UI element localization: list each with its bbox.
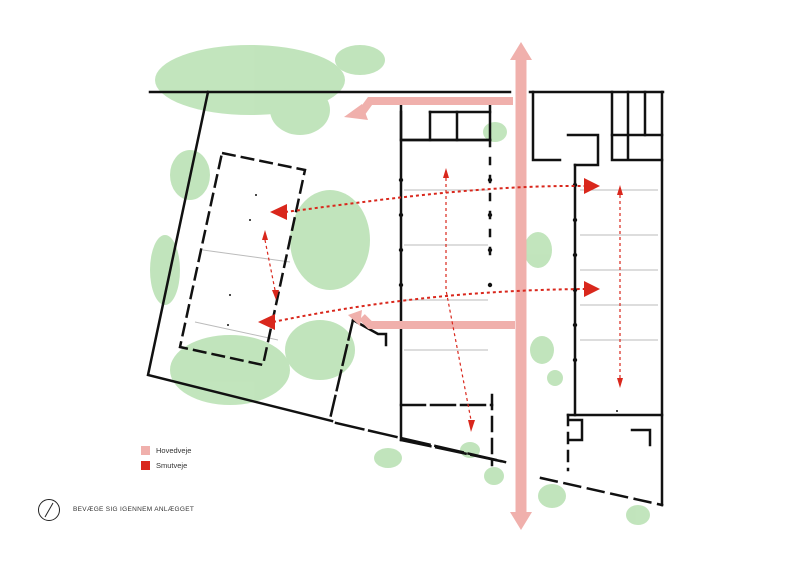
legend-item-smutveje: Smutveje — [141, 459, 191, 471]
structural-columns — [227, 177, 618, 412]
caption: BEVÆGE SIG IGENNEM ANLÆGGET — [73, 506, 195, 513]
main-routes — [344, 42, 532, 530]
north-arrow-icon — [38, 499, 60, 521]
building-walls — [146, 90, 665, 507]
legend-label: Hovedveje — [156, 445, 192, 455]
legend-swatch-main — [141, 445, 150, 455]
legend-item-hovedveje: Hovedveje — [141, 444, 191, 456]
legend-swatch-side — [141, 460, 150, 470]
side-routes — [258, 168, 623, 432]
legend: Hovedveje Smutveje — [141, 444, 191, 474]
legend-label: Smutveje — [156, 460, 188, 470]
